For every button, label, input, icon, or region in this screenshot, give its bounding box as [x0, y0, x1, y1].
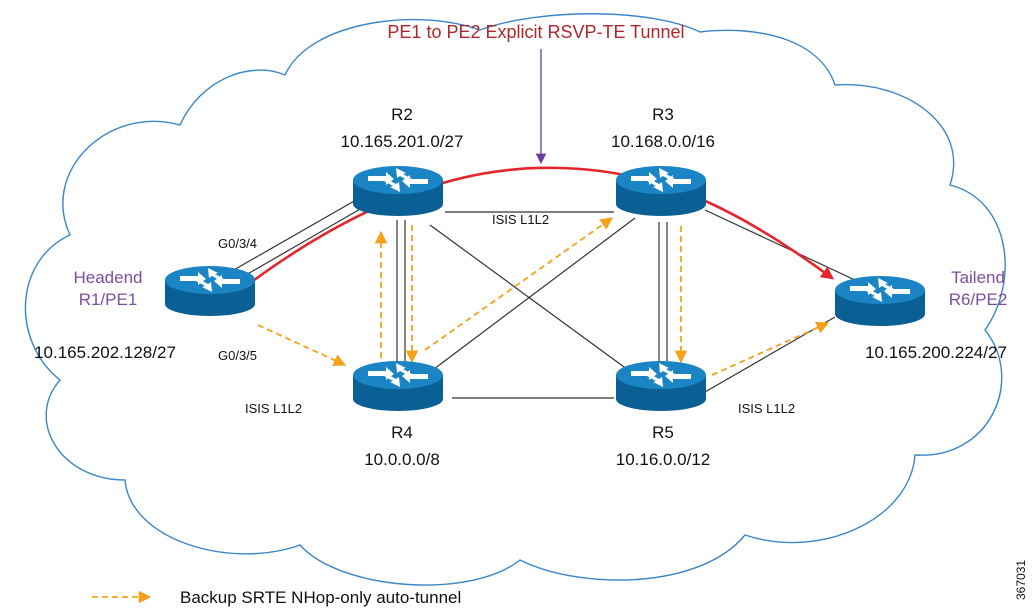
figure-id: 367031	[1014, 560, 1028, 600]
isis-label-r1-r4: ISIS L1L2	[245, 401, 302, 416]
backup-r4-r3	[424, 217, 614, 351]
interface-label-g0-3-4: G0/3/4	[218, 236, 257, 251]
legend-label: Backup SRTE NHop-only auto-tunnel	[180, 588, 461, 607]
link-r1-r2-a	[224, 199, 357, 276]
router-r5-name: R5	[652, 423, 674, 442]
router-r5-prefix: 10.16.0.0/12	[616, 450, 711, 469]
isis-label-r5-r6: ISIS L1L2	[738, 401, 795, 416]
router-r3-name: R3	[652, 105, 674, 124]
rsvp-te-tunnel	[249, 166, 835, 285]
router-r1-role-line2: R1/PE1	[79, 290, 138, 309]
link-r2-r5	[429, 224, 636, 376]
router-r1	[165, 266, 255, 316]
router-r6-role-line1: Tailend	[951, 268, 1005, 287]
network-cloud	[24, 13, 1006, 586]
router-r6-role-line2: R6/PE2	[949, 290, 1008, 309]
router-r6	[835, 276, 925, 326]
router-r4-name: R4	[391, 423, 413, 442]
router-r2	[353, 166, 443, 216]
backup-r1-r4	[257, 324, 347, 366]
legend: Backup SRTE NHop-only auto-tunnel	[92, 588, 461, 607]
interface-label-g0-3-5: G0/3/5	[218, 348, 257, 363]
link-r3-r4	[429, 217, 636, 373]
router-r1-prefix: 10.165.202.128/27	[34, 343, 176, 362]
backup-r5-r6	[711, 321, 830, 376]
link-r1-r2-b	[231, 207, 363, 284]
diagram-title: PE1 to PE2 Explicit RSVP-TE Tunnel	[387, 22, 684, 42]
router-icon	[616, 361, 706, 411]
router-r5	[616, 361, 706, 411]
router-r4	[353, 361, 443, 411]
router-r1-role-line1: Headend	[73, 268, 142, 287]
router-r2-prefix: 10.165.201.0/27	[341, 132, 464, 151]
isis-label-r2-r3: ISIS L1L2	[492, 212, 549, 227]
router-icon	[165, 266, 255, 316]
router-r3-prefix: 10.168.0.0/16	[611, 132, 715, 151]
router-r6-prefix: 10.165.200.224/27	[865, 343, 1007, 362]
backup-paths	[257, 217, 830, 376]
link-r3-r6	[704, 209, 856, 281]
router-icon	[616, 166, 706, 216]
router-icon	[353, 361, 443, 411]
router-icon	[835, 276, 925, 326]
router-r4-prefix: 10.0.0.0/8	[364, 450, 440, 469]
router-r2-name: R2	[391, 105, 413, 124]
router-r3	[616, 166, 706, 216]
router-icon	[353, 166, 443, 216]
